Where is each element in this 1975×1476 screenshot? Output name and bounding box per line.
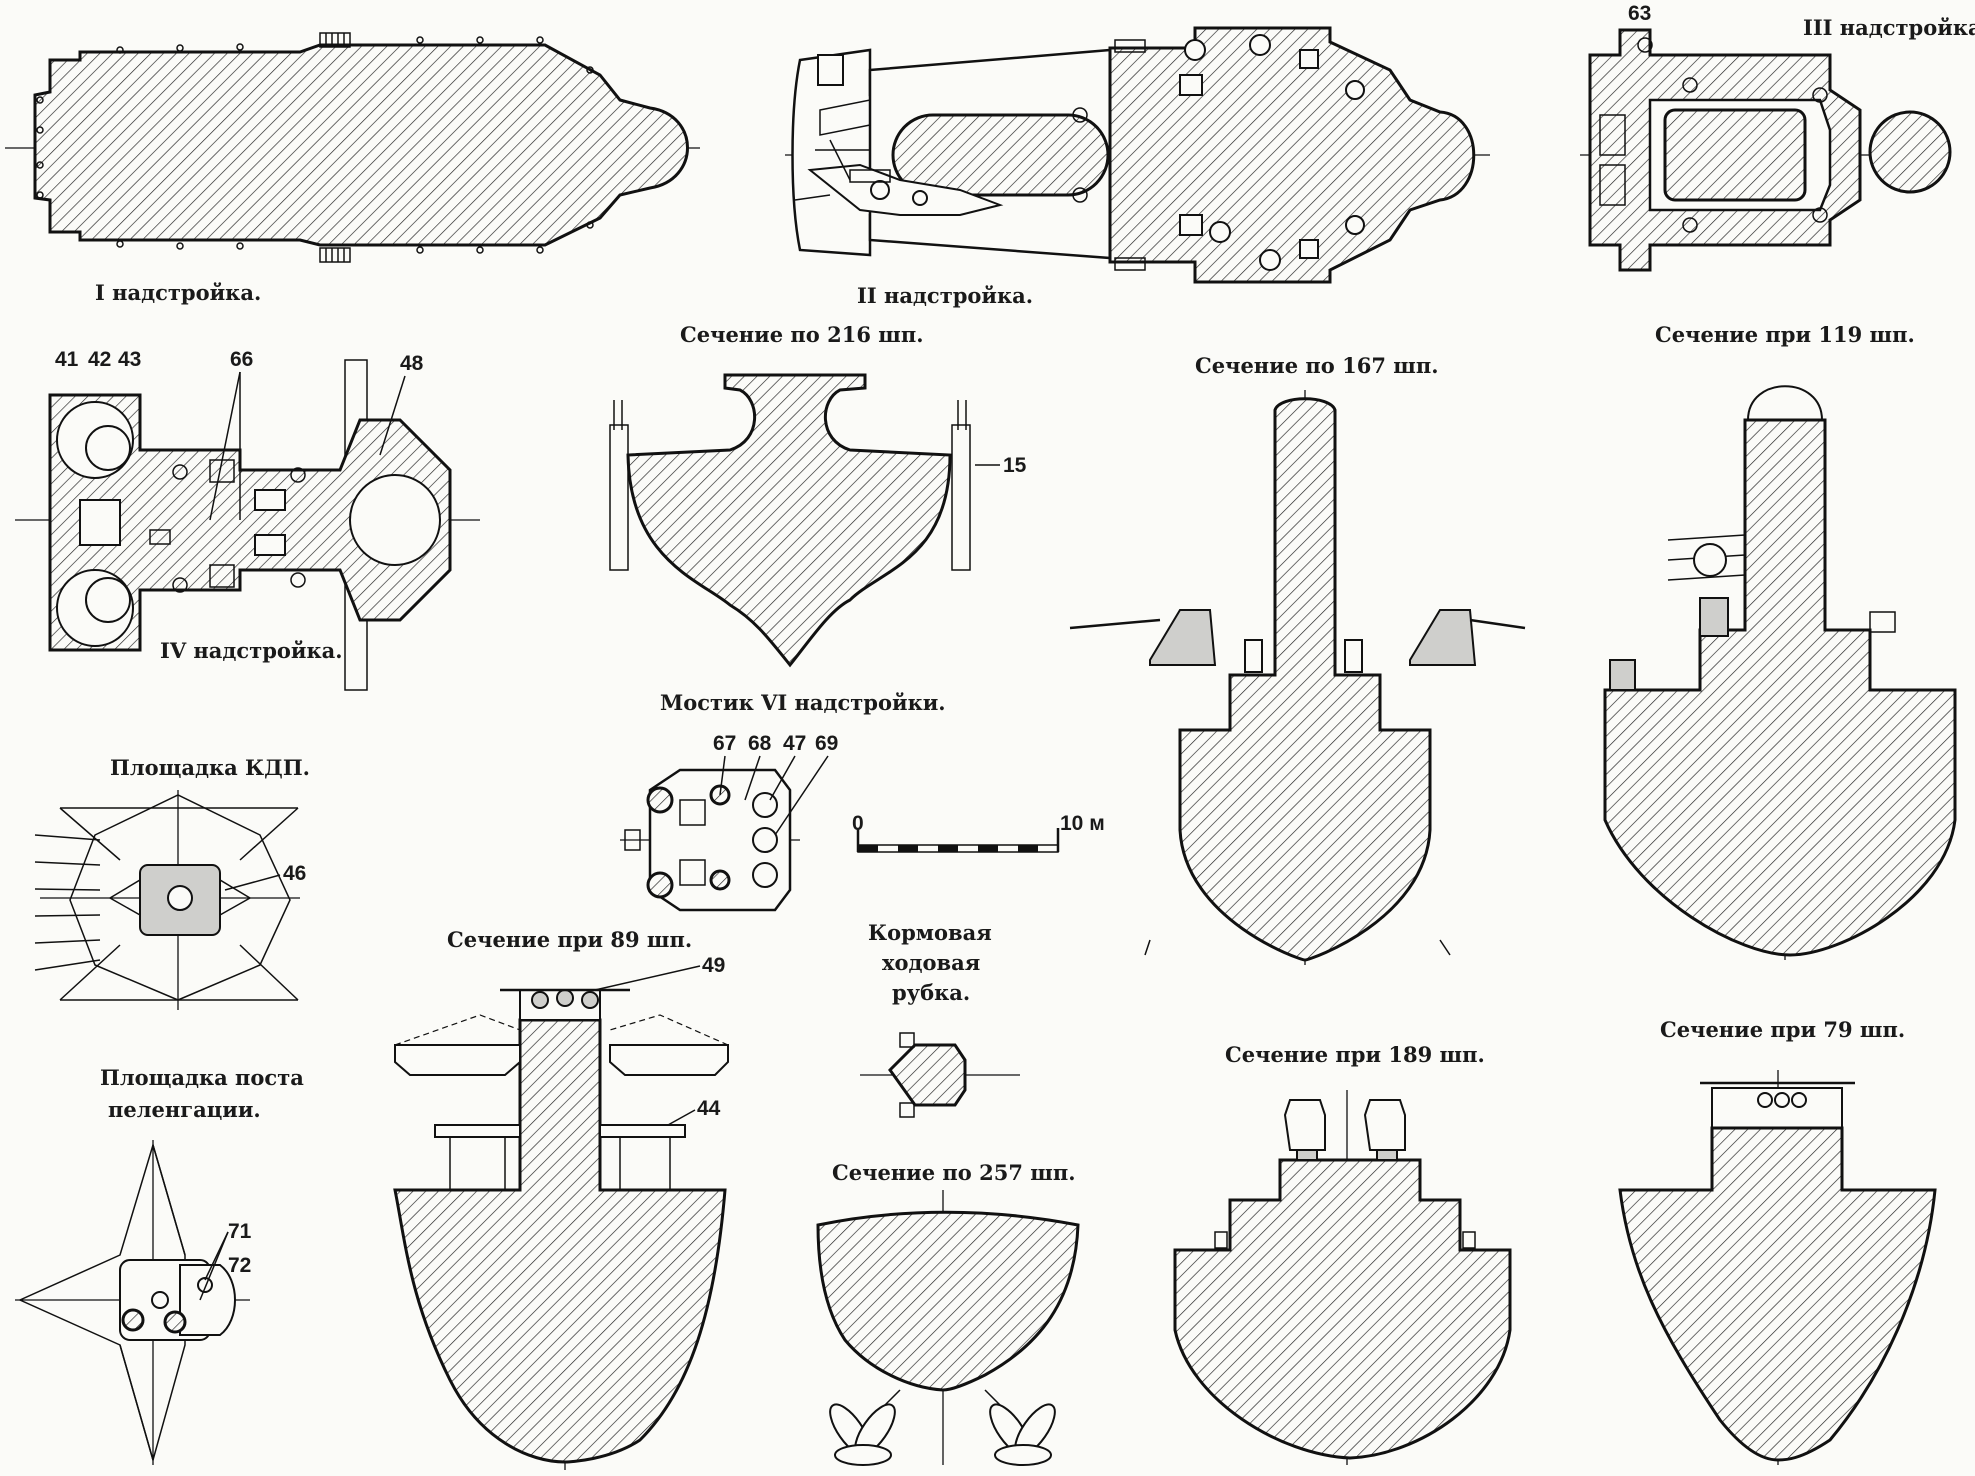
scale-start: 0 (852, 812, 864, 835)
section-frame-79: Сечение при 79 шп. (1618, 1017, 1937, 1465)
callout-69: 69 (815, 732, 838, 755)
section-frame-89: 49 44 Сечение при 89 шп. (393, 927, 729, 1470)
scale-bar: 0 10 м (852, 812, 1105, 853)
label-sec167: Сечение по 167 шп. (1195, 353, 1439, 378)
label-sec216: Сечение по 216 шп. (680, 322, 924, 347)
callout-43: 43 (118, 348, 141, 371)
label-bridge6: Мостик VI надстройки. (660, 690, 946, 715)
section-frame-257: Сечение по 257 шп. (816, 1160, 1080, 1466)
label-aftwheel-1: Кормовая (868, 920, 992, 945)
label-df-1: Площадка поста (100, 1065, 304, 1090)
label-sec89: Сечение при 89 шп. (447, 927, 692, 952)
superstructure-2-plan: II надстройка. (785, 26, 1490, 308)
callout-42: 42 (88, 348, 111, 371)
callout-47: 47 (783, 732, 806, 755)
scale-end: 10 м (1060, 812, 1105, 835)
label-aftwheel-2: ходовая (882, 950, 980, 975)
label-aftwheel-3: рубка. (892, 980, 970, 1005)
label-sec79: Сечение при 79 шп. (1660, 1017, 1905, 1042)
rail-stanchions (36, 36, 594, 254)
bridge-6-plan: 67 68 47 69 Мостик VI надстройки. (620, 690, 946, 912)
label-sec189: Сечение при 189 шп. (1225, 1042, 1485, 1067)
label-sec119: Сечение при 119 шп. (1655, 322, 1915, 347)
callout-71: 71 (228, 1220, 252, 1243)
propellers (829, 1403, 1056, 1466)
ladder (319, 32, 351, 263)
superstructure-1-plan: I надстройка. (5, 32, 700, 305)
callout-63: 63 (1628, 2, 1651, 25)
label-kdp: Площадка КДП. (110, 755, 310, 780)
callout-49: 49 (702, 954, 725, 977)
label-df-2: пеленгации. (108, 1097, 261, 1122)
callout-15: 15 (1003, 454, 1027, 477)
ladder (1114, 39, 1146, 271)
label-sup4: IV надстройка. (160, 638, 343, 663)
label-sup1: I надстройка. (95, 280, 261, 305)
callout-44: 44 (697, 1097, 721, 1120)
callout-46: 46 (283, 862, 306, 885)
section-frame-216: 15 Сечение по 216 шп. (609, 322, 1027, 668)
callout-48: 48 (400, 352, 424, 375)
label-sec257: Сечение по 257 шп. (832, 1160, 1076, 1185)
callout-72: 72 (228, 1254, 251, 1277)
superstructure-4-plan: 41 42 43 66 48 IV надстройка. (15, 348, 480, 691)
callout-41: 41 (55, 348, 79, 371)
deck-fittings (1179, 34, 1365, 271)
callout-68: 68 (748, 732, 772, 755)
label-sup2: II надстройка. (857, 283, 1033, 308)
section-frame-119: Сечение при 119 шп. (1603, 322, 1957, 960)
aft-wheelhouse-plan: Кормовая ходовая рубка. (860, 920, 1020, 1118)
boats-and-aircraft (794, 54, 1004, 216)
superstructure-3-plan: 63 III надстройка. (1580, 2, 1975, 272)
callout-67: 67 (713, 732, 736, 755)
callout-66: 66 (230, 348, 253, 371)
df-post-platform-plan: 71 72 Площадка поста пеленгации. (15, 1065, 304, 1465)
label-sup3: III надстройка. (1803, 15, 1975, 40)
section-frame-189: Сечение при 189 шп. (1173, 1042, 1512, 1465)
section-frame-167: Сечение по 167 шп. (1069, 353, 1526, 965)
kdp-platform-plan: 46 Площадка КДП. (34, 755, 310, 1010)
